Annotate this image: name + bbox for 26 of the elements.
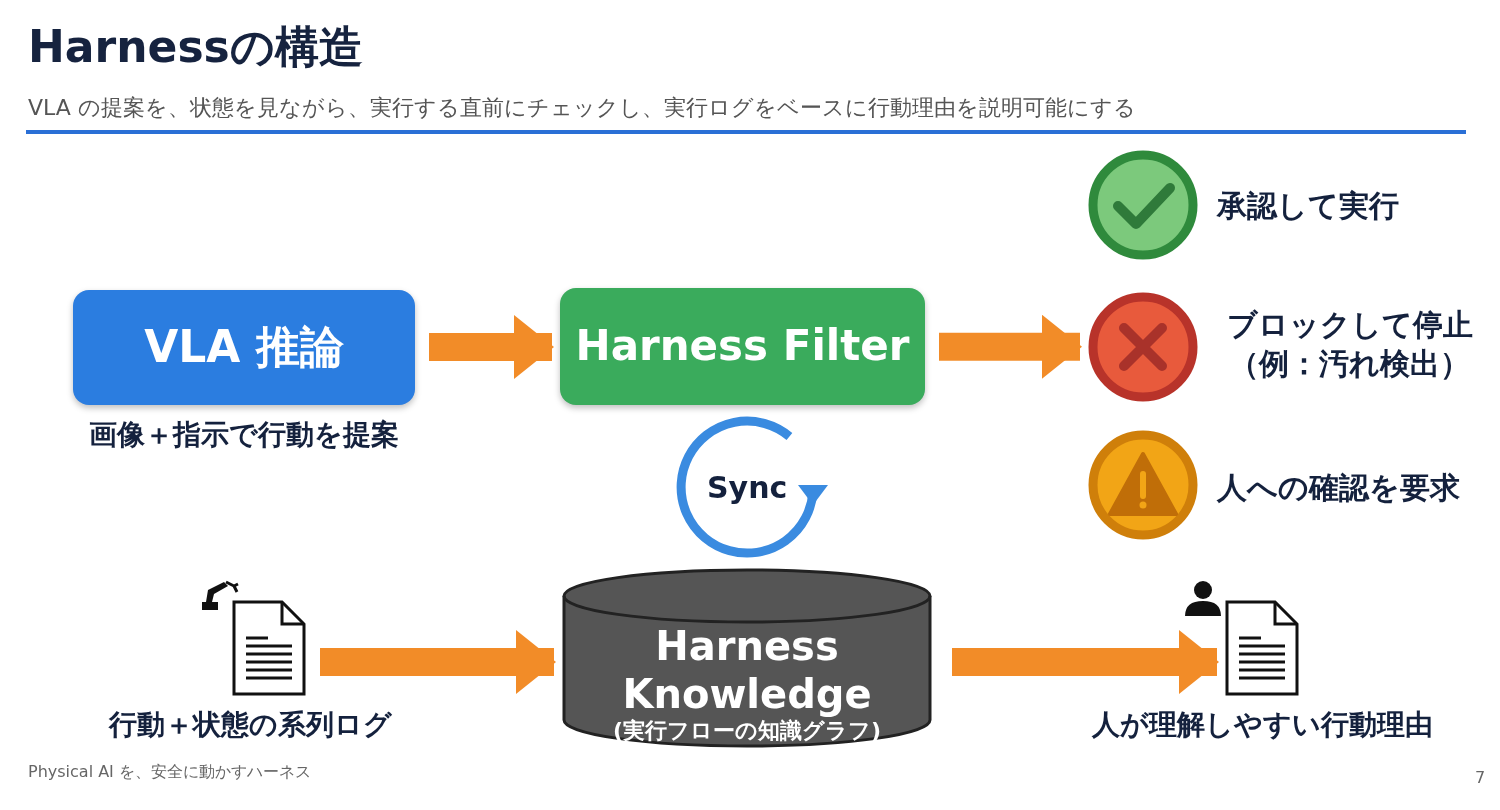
node-caption: 行動＋状態の系列ログ [108,707,392,743]
arrow [429,315,554,379]
check-icon [1088,150,1198,260]
node-caption: 承認して実行 [1217,187,1399,225]
page-number: 7 [1475,768,1486,787]
node-caption: ブロックして停止（例：汚れ検出） [1225,306,1474,383]
node-caption: 人が理解しやすい行動理由 [1091,707,1433,743]
subtitle: VLA の提案を、状態を見ながら、実行する直前にチェックし、実行ログをベースに行動理由を説明可能にする [28,94,1136,122]
node-title: Harness Filter [575,321,910,372]
document-icon [232,600,306,696]
process-box [73,290,415,405]
footer-text: Physical AI を、安全に動かすハーネス [28,762,311,783]
sync-label: Sync [707,470,788,505]
node-caption: 人への確認を要求 [1217,469,1460,507]
node-title: VLA 推論 [144,321,344,374]
document-icon [1225,600,1299,696]
title: Harnessの構造 [28,20,363,74]
warning-icon [1088,430,1198,540]
arrow [320,630,556,694]
node-caption: 画像＋指示で行動を提案 [89,417,399,453]
arrow [952,630,1219,694]
cross-icon [1088,292,1198,402]
process-box [560,288,925,405]
arrow [939,314,1082,379]
node-subtitle: (実行フローの知識グラフ) [612,717,882,745]
node-title: Harness Knowledge [621,621,873,718]
